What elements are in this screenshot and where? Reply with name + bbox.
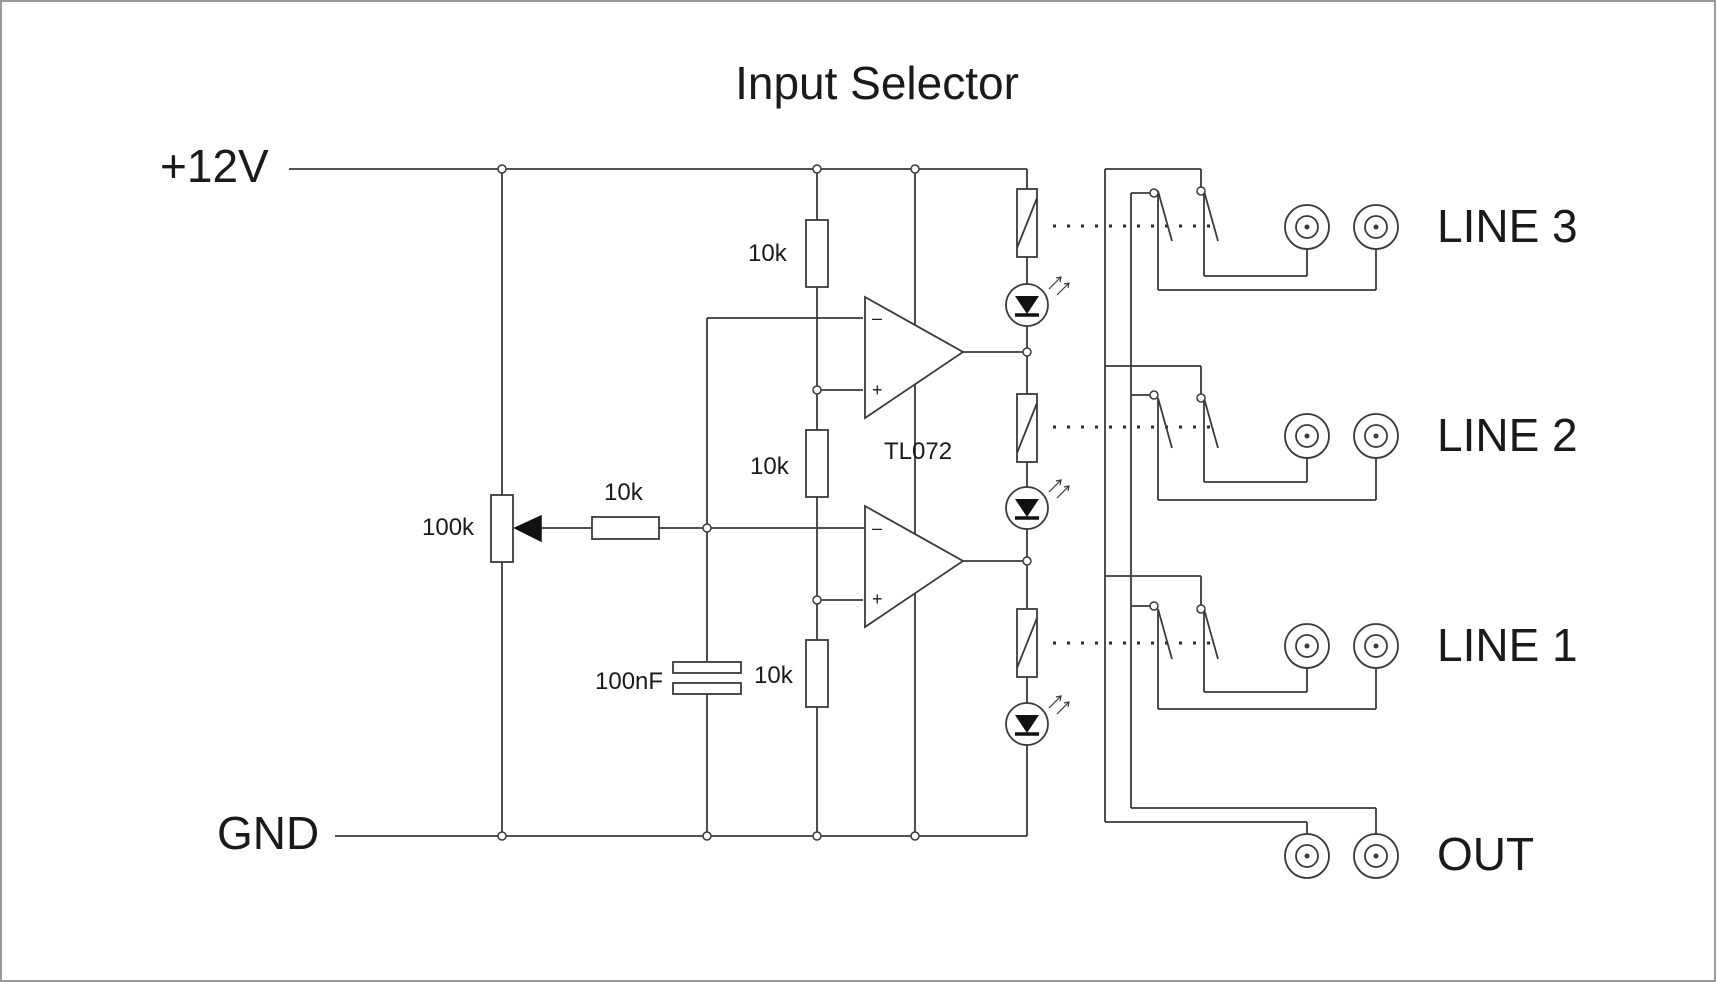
relay-led-column [1004, 169, 1071, 836]
rca-jack-icon [1353, 833, 1399, 879]
rca-jacks [1284, 204, 1399, 879]
capacitor-icon [672, 317, 863, 836]
switch-icon [1203, 397, 1219, 449]
led-icon [1004, 478, 1071, 531]
switch-icon [1157, 608, 1173, 660]
rca-jack-icon [1353, 204, 1399, 250]
rca-jack-icon [1284, 204, 1330, 250]
divider-top-label: 10k [748, 240, 788, 267]
opamp-label: TL072 [884, 438, 952, 465]
line2-label: LINE 2 [1437, 409, 1578, 461]
relay-linkages [1053, 224, 1218, 645]
divider-bottom-label: 10k [754, 662, 794, 689]
rca-jack-icon [1284, 833, 1330, 879]
line3-label: LINE 3 [1437, 200, 1578, 252]
opamp2-inverting-pin: – [872, 518, 882, 538]
out-label: OUT [1437, 828, 1534, 880]
rail-label-ground: GND [217, 807, 319, 859]
wiper-resistor-label: 10k [604, 479, 644, 506]
line1-label: LINE 1 [1437, 619, 1578, 671]
rca-jack-icon [1284, 623, 1330, 669]
divider-middle-label: 10k [750, 453, 790, 480]
opamp2-noninverting-pin: + [872, 589, 883, 609]
opamp1-inverting-pin: – [872, 308, 882, 328]
rca-jack-icon [1353, 623, 1399, 669]
rca-jack-icon [1353, 413, 1399, 459]
resistor-icon [591, 516, 874, 540]
rail-label-positive: +12V [160, 140, 269, 192]
supply-rails [289, 168, 1027, 837]
led-icon [1004, 694, 1071, 747]
switch-icon [1157, 397, 1173, 449]
rca-jack-icon [1284, 413, 1330, 459]
switch-icon [1203, 190, 1219, 242]
diagram-title: Input Selector [735, 57, 1019, 109]
switch-icon [1157, 190, 1173, 242]
potentiometer-icon [490, 169, 592, 836]
switch-network [1104, 168, 1377, 834]
capacitor-label: 100nF [595, 668, 663, 695]
pot-value-label: 100k [422, 514, 475, 541]
opamp1-noninverting-pin: + [872, 380, 883, 400]
opamp-icon [864, 295, 1027, 629]
led-icon [1004, 275, 1071, 328]
junction-dot-icon [497, 164, 1032, 841]
switch-icon [1203, 608, 1219, 660]
divider-column [805, 169, 863, 836]
